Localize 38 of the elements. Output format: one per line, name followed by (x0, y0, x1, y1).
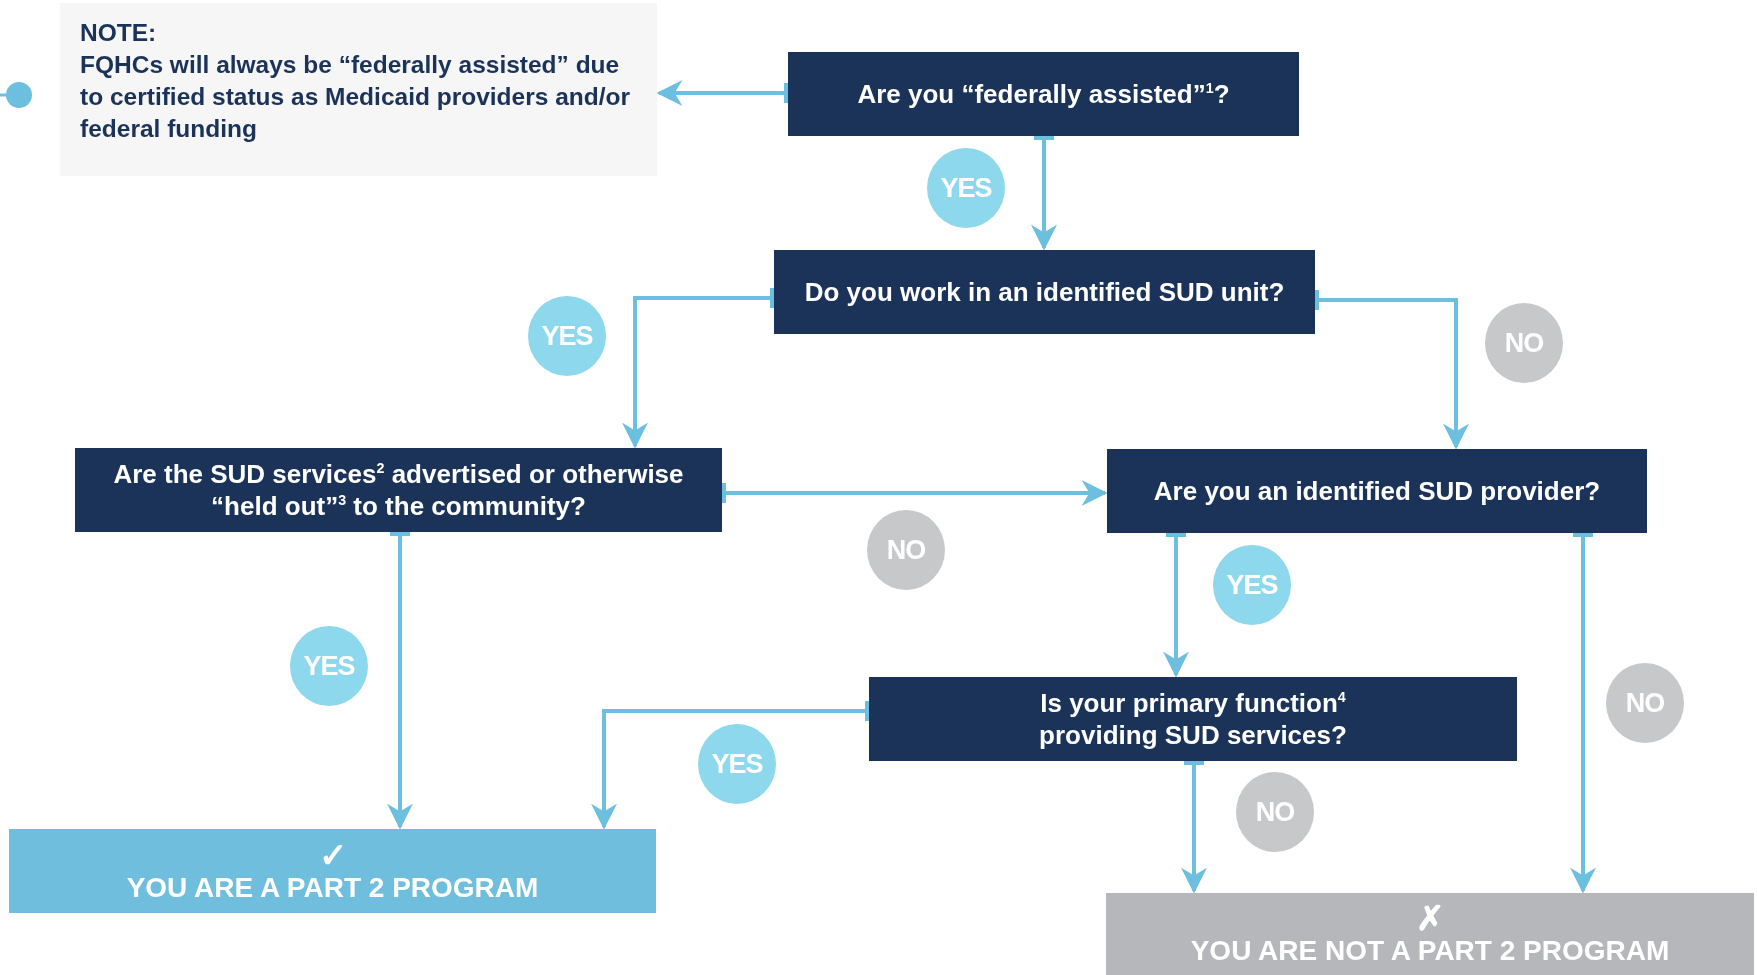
arrow (1031, 136, 1057, 251)
question-text: Are you “federally assisted”$^{1}$? (857, 77, 1230, 111)
edge-label: NO (1236, 772, 1314, 852)
edge-label: YES (290, 626, 368, 706)
decision-box (1107, 449, 1647, 533)
note-box (60, 3, 657, 176)
edge-label: NO (867, 510, 945, 590)
note-text: FQHCs will always be “federally assisted” due to certified status as Medicaid providers and/or federal funding (80, 49, 632, 144)
arrow (1315, 290, 1469, 450)
result-box (1106, 893, 1754, 975)
decision-box (75, 448, 722, 532)
edge-label: NO (1485, 303, 1563, 383)
question-text: Are the SUD services$^{2}$ advertised or otherwise “held out”$^{3}$ to the community? (112, 457, 685, 523)
result-text: YOU ARE NOT A PART 2 PROGRAM (1190, 934, 1670, 968)
question-text: Is your primary function$^{4}$ providing SUD services? (1038, 686, 1348, 752)
result-text: YOU ARE A PART 2 PROGRAM (126, 871, 539, 905)
check-mark-icon: ✓ (318, 837, 347, 872)
arrow (1181, 761, 1207, 894)
arrow (722, 480, 1108, 506)
cross-mark-icon: ✗ (1416, 900, 1444, 935)
edge-label: YES (528, 296, 606, 376)
edge-label: NO (1606, 663, 1684, 743)
edge-label: YES (927, 148, 1005, 228)
edge-label: YES (1213, 545, 1291, 625)
question-text: Are you an identified SUD provider? (1153, 474, 1601, 508)
arrow (656, 80, 788, 106)
note-heading: NOTE: (80, 18, 157, 48)
arrow (591, 701, 869, 830)
arrow (1163, 533, 1189, 678)
arrow (622, 288, 774, 449)
result-box (9, 829, 656, 913)
decision-box (774, 250, 1315, 334)
arrow (387, 532, 413, 830)
edge-label: YES (698, 724, 776, 804)
decision-box (788, 52, 1299, 136)
decision-box (869, 677, 1517, 761)
question-text: Do you work in an identified SUD unit? (804, 275, 1285, 309)
arrow (1570, 533, 1596, 894)
